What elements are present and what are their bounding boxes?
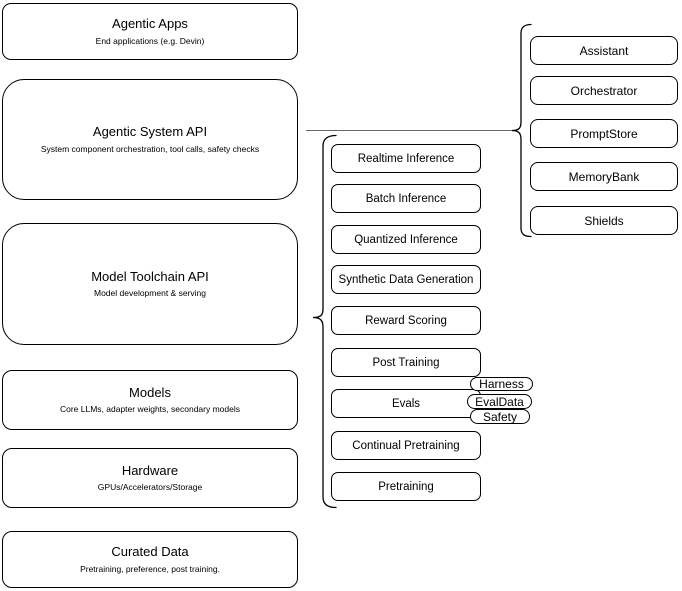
- node-label: Continual Pretraining: [352, 439, 460, 452]
- node-curated-data: Curated Data Pretraining, preference, po…: [2, 531, 298, 588]
- node-models: Models Core LLMs, adapter weights, secon…: [2, 370, 298, 430]
- node-label: Reward Scoring: [365, 314, 447, 327]
- node-label: Shields: [584, 213, 624, 228]
- tag-label: Harness: [479, 377, 524, 391]
- node-label: Evals: [391, 397, 421, 410]
- node-pretraining: Pretraining: [331, 472, 481, 501]
- node-subtitle: Core LLMs, adapter weights, secondary mo…: [59, 404, 240, 415]
- node-evals: Evals: [331, 389, 481, 418]
- node-label: Realtime Inference: [357, 152, 455, 165]
- node-quantized-inference: Quantized Inference: [331, 225, 481, 254]
- node-title: Agentic Apps: [112, 16, 188, 32]
- node-title: Hardware: [121, 462, 179, 478]
- node-subtitle: End applications (e.g. Devin): [95, 35, 205, 46]
- node-title: Agentic System API: [92, 124, 208, 140]
- node-batch-inference: Batch Inference: [331, 184, 481, 213]
- node-agentic-apps: Agentic Apps End applications (e.g. Devi…: [2, 3, 298, 60]
- node-realtime-inference: Realtime Inference: [331, 144, 481, 173]
- tag-label: Safety: [482, 409, 518, 424]
- tag-label: EvalData: [475, 394, 524, 409]
- node-agentic-system-api: Agentic System API System component orch…: [2, 79, 298, 200]
- node-title: Models: [129, 384, 171, 400]
- system-components-brace: [511, 23, 532, 238]
- node-label: Assistant: [579, 43, 629, 58]
- tag-evaldata: EvalData: [467, 394, 532, 409]
- node-reward-scoring: Reward Scoring: [331, 306, 481, 335]
- tag-safety: Safety: [470, 409, 530, 424]
- node-subtitle: Pretraining, preference, post training.: [80, 563, 220, 574]
- node-model-toolchain-api: Model Toolchain API Model development & …: [2, 223, 298, 345]
- node-label: Post Training: [372, 356, 440, 369]
- node-subtitle: Model development & serving: [94, 288, 206, 299]
- node-continual-pretraining: Continual Pretraining: [331, 431, 481, 460]
- node-promptstore: PromptStore: [530, 119, 678, 148]
- node-label: Orchestrator: [570, 83, 638, 98]
- node-shields: Shields: [530, 206, 678, 235]
- node-assistant: Assistant: [530, 36, 678, 65]
- node-label: Synthetic Data Generation: [338, 273, 474, 286]
- node-label: Batch Inference: [365, 192, 447, 205]
- node-subtitle: System component orchestration, tool cal…: [40, 143, 260, 154]
- node-post-training: Post Training: [331, 348, 481, 377]
- node-synthetic-data-generation: Synthetic Data Generation: [331, 265, 481, 294]
- tag-harness: Harness: [470, 377, 533, 391]
- node-memorybank: MemoryBank: [530, 162, 678, 191]
- node-title: Curated Data: [111, 544, 189, 560]
- node-title: Model Toolchain API: [91, 268, 209, 284]
- node-orchestrator: Orchestrator: [530, 76, 678, 105]
- node-subtitle: GPUs/Accelerators/Storage: [97, 482, 203, 493]
- node-label: Pretraining: [378, 480, 434, 493]
- node-hardware: Hardware GPUs/Accelerators/Storage: [2, 448, 298, 508]
- node-label: MemoryBank: [568, 169, 640, 184]
- node-label: Quantized Inference: [354, 233, 458, 246]
- node-label: PromptStore: [570, 126, 638, 141]
